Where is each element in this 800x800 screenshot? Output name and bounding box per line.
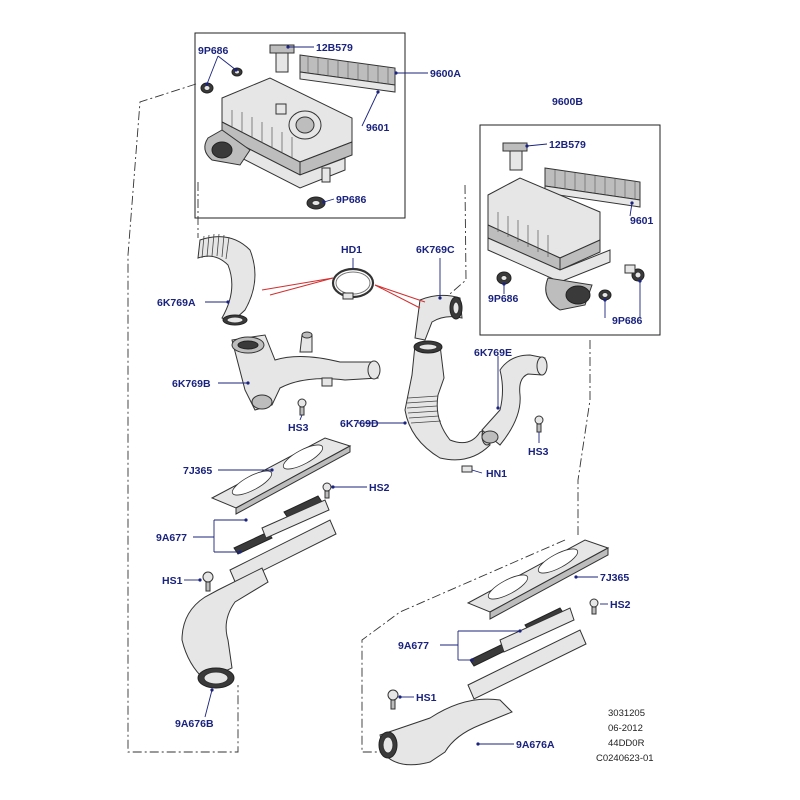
reference-block: 3031205 06-2012 44DD0R C0240623-01 bbox=[596, 708, 654, 764]
seal-7j365-right bbox=[466, 539, 610, 620]
group-box-9600a bbox=[194, 32, 406, 219]
seal-7j365-left bbox=[210, 437, 352, 515]
label-12b579-a: 12B579 bbox=[316, 42, 353, 54]
dash-connector-lines bbox=[127, 83, 591, 753]
label-6k769d: 6K769D bbox=[340, 418, 379, 430]
hose-clamp-hd1 bbox=[331, 267, 375, 300]
hose-6k769c-6k769d bbox=[404, 294, 493, 461]
hose-6k769a bbox=[197, 233, 256, 326]
label-hs1-a: HS1 bbox=[162, 575, 183, 587]
ref-line-3: 44DD0R bbox=[608, 738, 645, 749]
label-6k769a: 6K769A bbox=[157, 297, 196, 309]
filter-screens-9a677-right bbox=[467, 607, 587, 700]
label-9600b: 9600B bbox=[552, 96, 583, 108]
airbox-assembly-9600a bbox=[200, 44, 396, 210]
group-box-9600b bbox=[479, 124, 661, 336]
hose-6k769e bbox=[481, 354, 548, 446]
label-9a677-a: 9A677 bbox=[156, 532, 187, 544]
label-9a677-b: 9A677 bbox=[398, 640, 429, 652]
label-9p686-c: 9P686 bbox=[488, 293, 519, 305]
label-hs1-b: HS1 bbox=[416, 692, 437, 704]
label-6k769b: 6K769B bbox=[172, 378, 211, 390]
leader-lines bbox=[184, 46, 641, 745]
label-hs2-a: HS2 bbox=[369, 482, 390, 494]
label-9600a: 9600A bbox=[430, 68, 461, 80]
label-9601-b: 9601 bbox=[630, 215, 654, 227]
label-9601-a: 9601 bbox=[366, 122, 390, 134]
label-9p686-a: 9P686 bbox=[198, 45, 229, 57]
label-hs2-b: HS2 bbox=[610, 599, 631, 611]
airbox-assembly-9600b bbox=[487, 142, 645, 311]
label-hn1: HN1 bbox=[486, 468, 507, 480]
fixings bbox=[202, 398, 599, 710]
label-9p686-b: 9P686 bbox=[336, 194, 367, 206]
filter-screens-9a677-left bbox=[229, 495, 337, 585]
ref-line-4: C0240623-01 bbox=[596, 753, 654, 764]
label-7j365-b: 7J365 bbox=[600, 572, 629, 584]
label-hd1: HD1 bbox=[341, 244, 362, 256]
label-hs3-b: HS3 bbox=[528, 446, 549, 458]
label-6k769c: 6K769C bbox=[416, 244, 455, 256]
part-labels: 9P686 12B579 9600A 9601 9P686 9600B 12B5… bbox=[156, 42, 654, 751]
air-duct-9a676a bbox=[378, 698, 513, 766]
air-duct-9a676b bbox=[181, 567, 269, 689]
duct-6k769b bbox=[231, 331, 381, 411]
hd1-callout-lines bbox=[261, 277, 426, 309]
label-9a676b: 9A676B bbox=[175, 718, 214, 730]
label-hs3-a: HS3 bbox=[288, 422, 309, 434]
label-6k769e: 6K769E bbox=[474, 347, 512, 359]
label-7j365-a: 7J365 bbox=[183, 465, 212, 477]
leader-dots bbox=[198, 45, 642, 746]
ref-line-1: 3031205 bbox=[608, 708, 645, 719]
ref-line-2: 06-2012 bbox=[608, 723, 643, 734]
label-9p686-d: 9P686 bbox=[612, 315, 643, 327]
label-12b579-b: 12B579 bbox=[549, 139, 586, 151]
label-9a676a: 9A676A bbox=[516, 739, 555, 751]
